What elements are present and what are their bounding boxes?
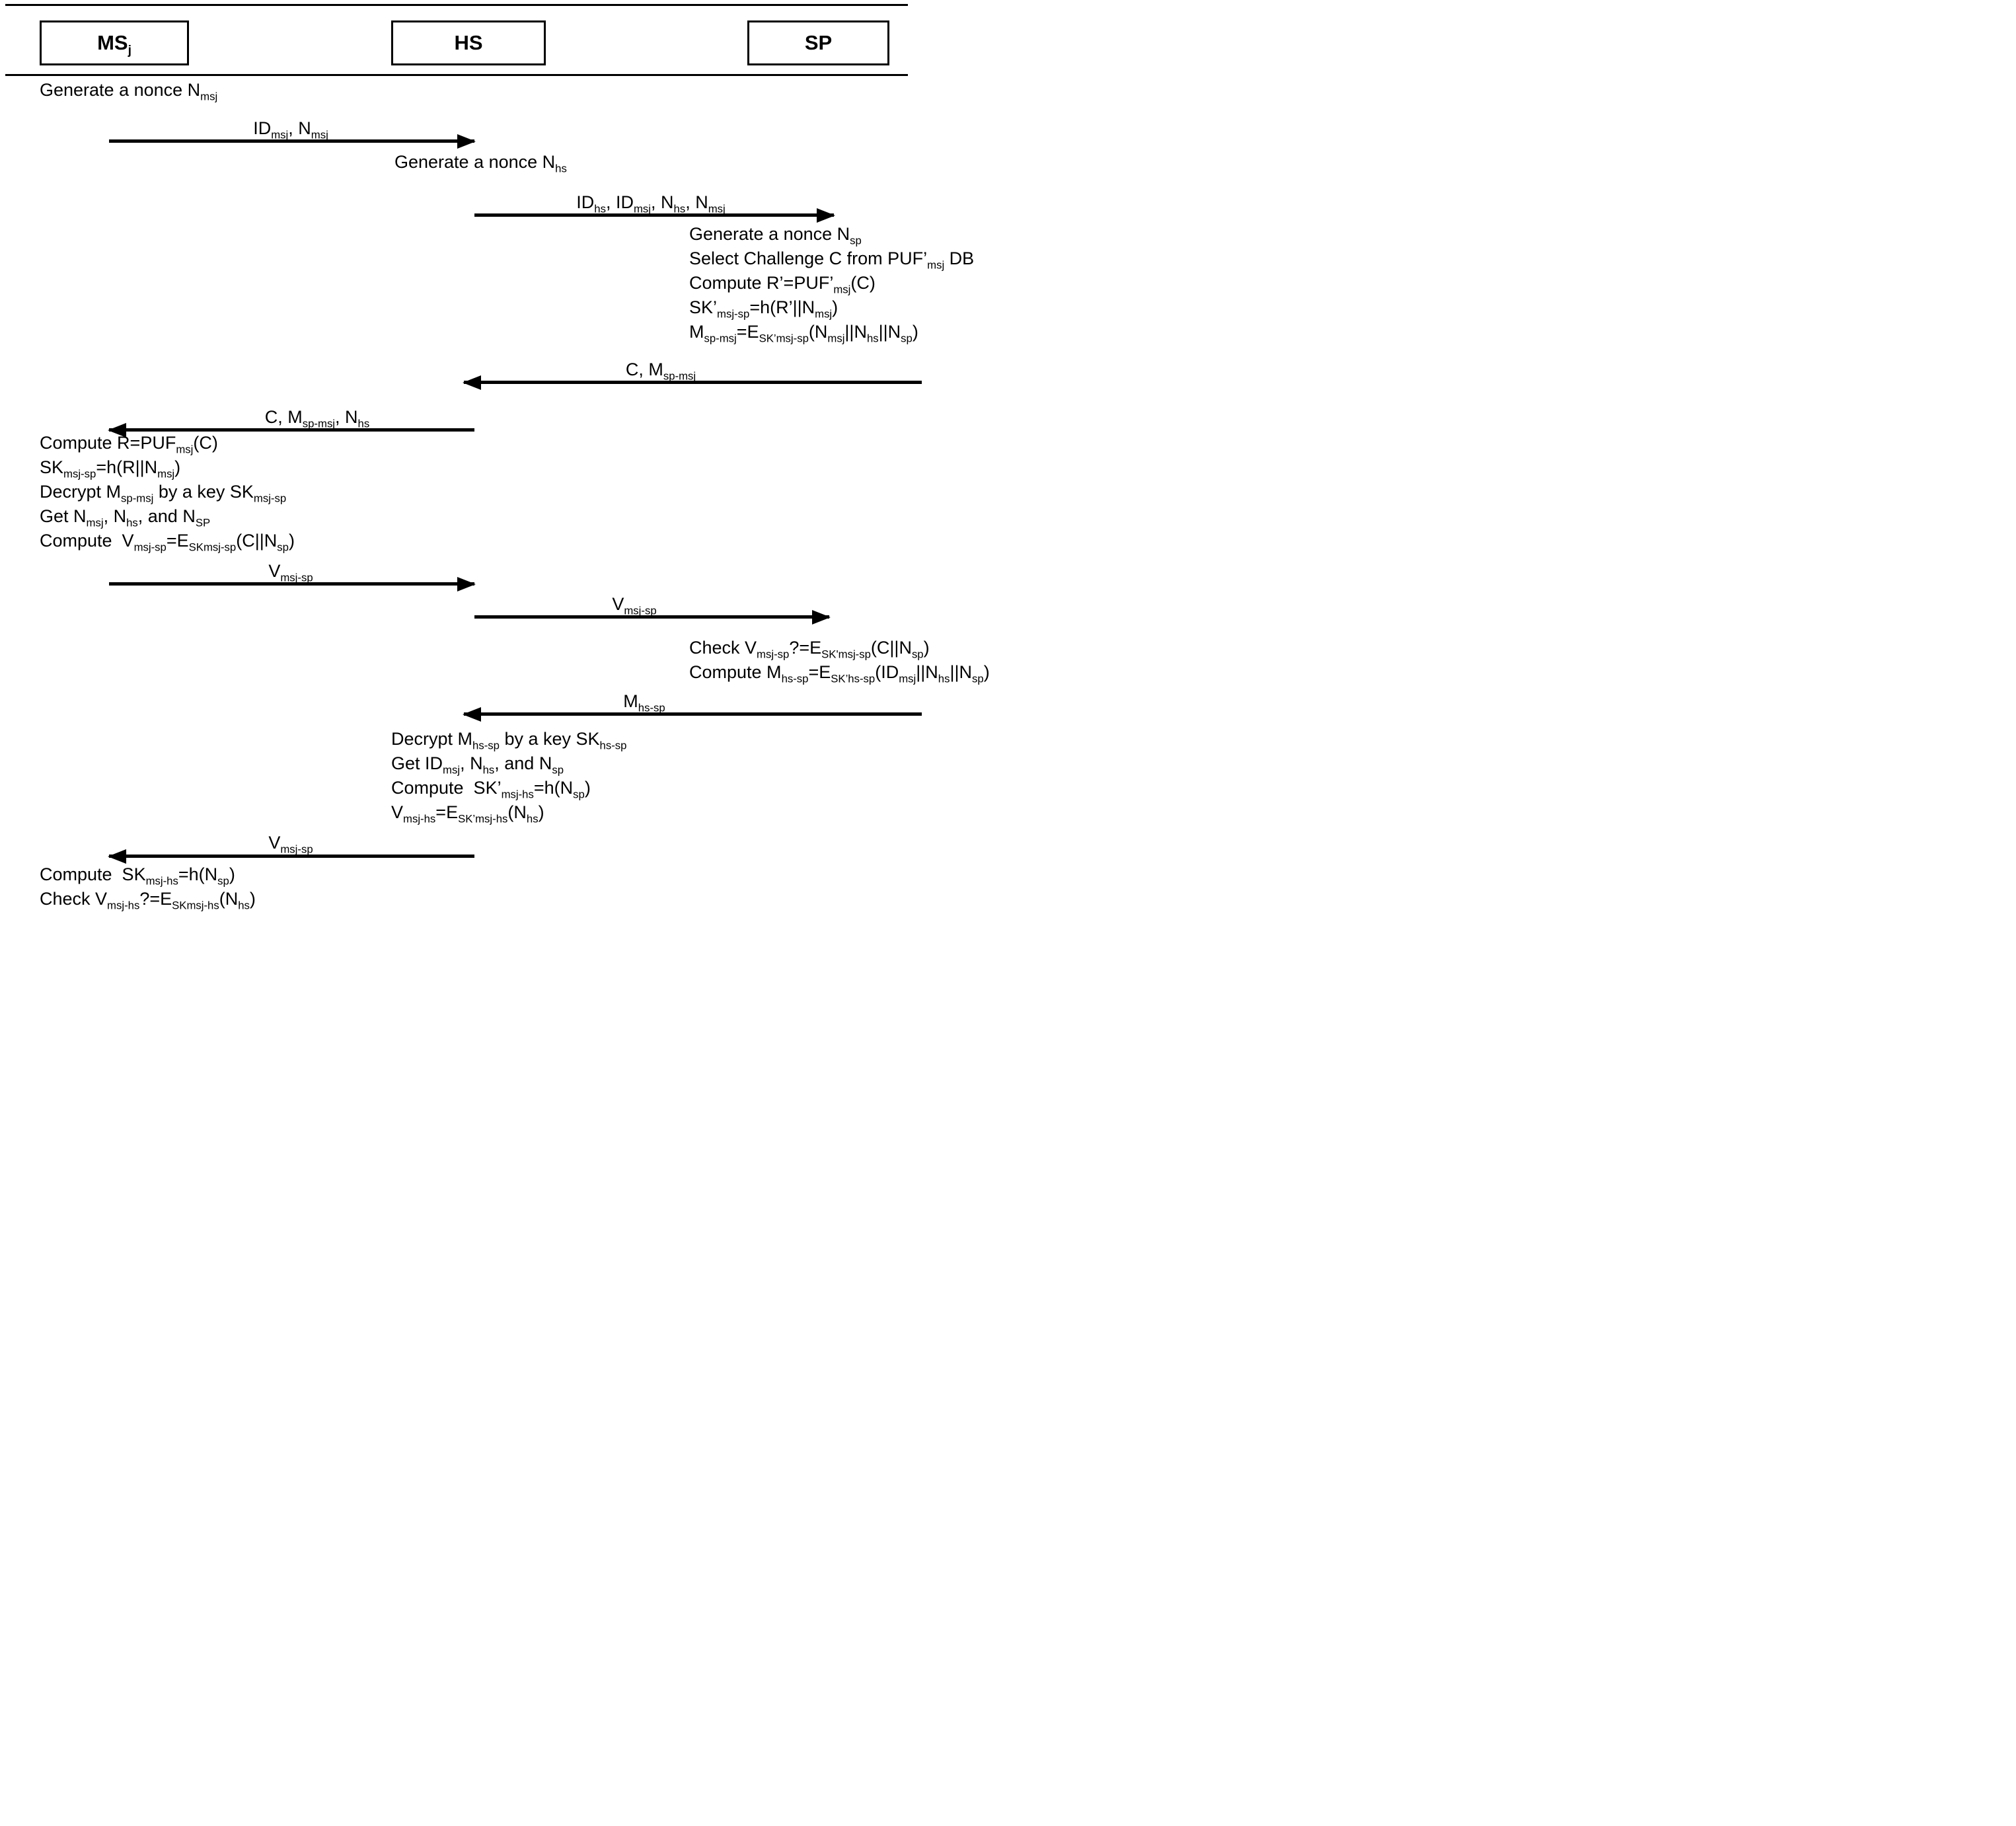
note-line: SK’msj-sp=h(R’||Nmsj) [689,297,839,321]
message-label: IDmsj, Nmsj [253,118,328,141]
note-line: Compute Vmsj-sp=ESKmsj-sp(C||Nsp) [40,531,295,554]
entity-label-msj: MSj [97,31,131,58]
msj-verification-note: Compute SKmsj-hs=h(Nsp) Check Vmsj-hs?=E… [40,862,256,911]
note-line: Generate a nonce Nhs [394,152,567,175]
note-line: SKmsj-sp=h(R||Nmsj) [40,457,181,480]
note-line: Vmsj-hs=ESK’msj-hs(Nhs) [391,802,544,825]
entity-box-msj: MSj [40,20,189,65]
sequence-diagram: MSj HS SP Generate a nonce Nmsj IDmsj, N… [0,0,1008,913]
message-label: Vmsj-sp [612,594,657,617]
note-line: Decrypt Mhs-sp by a key SKhs-sp [391,729,627,752]
note-line: Compute Mhs-sp=ESK’hs-sp(IDmsj||Nhs||Nsp… [689,662,990,685]
message-label: Vmsj-sp [268,561,313,584]
message-arrow-left [109,855,474,858]
message-arrow-left [464,712,922,716]
entity-label-sp: SP [804,31,833,54]
sp-computation-note: Generate a nonce Nsp Select Challenge C … [689,222,974,344]
entity-box-sp: SP [747,20,889,65]
msj-computation-note: Compute R=PUFmsj(C) SKmsj-sp=h(R||Nmsj) … [40,431,295,553]
message-arrow-right [474,213,834,217]
message-label: Vmsj-sp [268,833,313,856]
msj-nonce-note: Generate a nonce Nmsj [40,78,217,102]
message-label: IDhs, IDmsj, Nhs, Nmsj [576,192,726,215]
message-arrow-right [109,139,474,143]
note-line: Decrypt Msp-msj by a key SKmsj-sp [40,482,287,505]
entity-box-hs: HS [391,20,546,65]
sp-verification-note: Check Vmsj-sp?=ESK'msj-sp(C||Nsp) Comput… [689,636,990,685]
note-line: Compute R=PUFmsj(C) [40,433,218,456]
note-line: Check Vmsj-sp?=ESK'msj-sp(C||Nsp) [689,638,930,661]
message-arrow-left [464,381,922,384]
note-line: Select Challenge C from PUF’msj DB [689,248,975,272]
message-label: Mhs-sp [623,691,665,714]
note-line: Msp-msj=ESK’msj-sp(Nmsj||Nhs||Nsp) [689,322,918,345]
entity-label-hs: HS [454,31,483,54]
note-line: Compute R’=PUF’msj(C) [689,273,876,296]
message-arrow-right [109,582,474,586]
note-line: Get IDmsj, Nhs, and Nsp [391,753,564,777]
note-line: Check Vmsj-hs?=ESKmsj-hs(Nhs) [40,889,256,912]
note-line: Get Nmsj, Nhs, and NSP [40,506,211,529]
note-line: Generate a nonce Nmsj [40,80,218,103]
header-separator-rule [5,74,908,76]
note-line: Compute SK’msj-hs=h(Nsp) [391,778,591,801]
message-label: C, Msp-msj, Nhs [264,407,370,430]
message-label: C, Msp-msj [625,360,696,383]
note-line: Compute SKmsj-hs=h(Nsp) [40,864,235,888]
message-arrow-right [474,615,829,619]
top-rule [5,4,908,6]
note-line: Generate a nonce Nsp [689,224,862,247]
message-arrow-left [109,428,474,432]
hs-nonce-note: Generate a nonce Nhs [394,150,567,174]
hs-computation-note: Decrypt Mhs-sp by a key SKhs-sp Get IDms… [391,727,626,825]
